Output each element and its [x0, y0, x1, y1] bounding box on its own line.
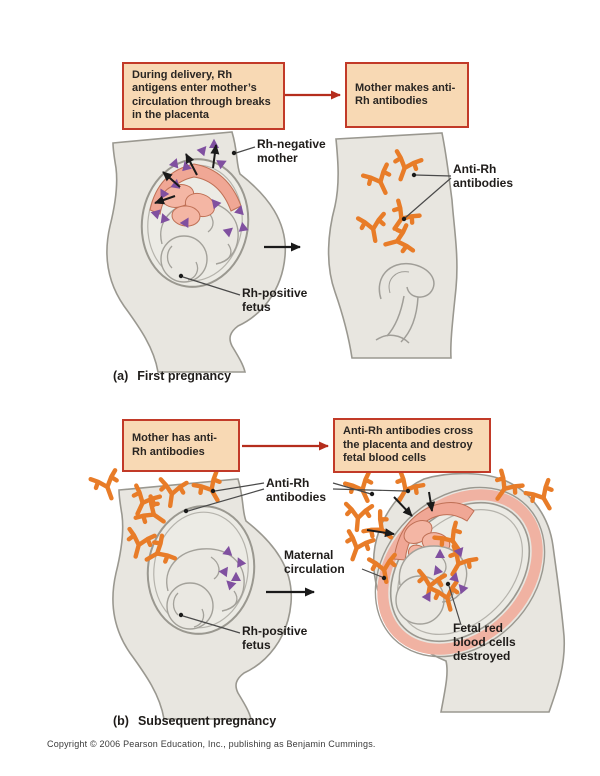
- label-maternal-circulation: Maternal circulation: [284, 548, 345, 576]
- pointer-anti-rh-b: [187, 482, 407, 512]
- caption-a-marker: (a): [113, 369, 129, 383]
- pointer-dot: [411, 172, 417, 178]
- flow-box-a-right: Mother makes anti-Rh antibodies: [345, 62, 469, 128]
- pointer-dot: [183, 508, 189, 514]
- caption-panel-a: (a) First pregnancy: [113, 369, 231, 383]
- label-fetal-cells-destroyed: Fetal red blood cells destroyed: [453, 621, 516, 663]
- flow-box-a-left-text: During delivery, Rh antigens enter mothe…: [132, 69, 271, 122]
- antigen-escape-arrows: [154, 144, 220, 205]
- caption-panel-b: (b) Subsequent pregnancy: [113, 714, 276, 728]
- flow-box-b-right: Anti-Rh antibodies cross the placenta an…: [333, 418, 491, 473]
- pointer-rh-negative-mother: [235, 146, 256, 154]
- label-rh-negative-mother: Rh-negative mother: [257, 137, 326, 165]
- pregnant-mother-figure-a: [105, 131, 287, 373]
- pointer-dot: [445, 581, 451, 587]
- pointer-dot: [178, 273, 184, 279]
- flow-box-a-left: During delivery, Rh antigens enter mothe…: [122, 62, 285, 130]
- pointer-dot: [369, 491, 375, 497]
- placenta-a: [149, 163, 242, 227]
- antibody-crossing-arrows: [366, 491, 436, 538]
- pointer-dot: [178, 612, 184, 618]
- flow-box-b-left: Mother has anti-Rh antibodies: [122, 419, 240, 472]
- caption-b-text: Subsequent pregnancy: [137, 714, 277, 728]
- pointer-dot: [401, 216, 407, 222]
- caption-a-text: First pregnancy: [137, 369, 232, 383]
- caption-b-marker: (b): [113, 714, 129, 728]
- label-anti-rh-antibodies-b: Anti-Rh antibodies: [266, 476, 327, 504]
- label-rh-positive-fetus-a: Rh-positive fetus: [242, 286, 308, 314]
- pointer-dot: [381, 575, 387, 581]
- pregnant-mother-figure-b-left: [91, 470, 293, 720]
- pointer-fetal-cells-destroyed: [448, 585, 462, 626]
- label-anti-rh-antibodies-a: Anti-Rh antibodies: [453, 162, 514, 190]
- pointer-rh-positive-fetus-b: [182, 615, 241, 634]
- pointer-dot: [405, 488, 411, 494]
- pointer-dot: [231, 150, 237, 156]
- postpartum-mother-figure: [327, 132, 458, 359]
- pointer-dot: [210, 488, 216, 494]
- pointer-rh-positive-fetus-a: [182, 276, 241, 296]
- pointer-maternal-circulation: [361, 568, 383, 578]
- copyright-notice: Copyright © 2006 Pearson Education, Inc.…: [47, 739, 376, 749]
- flow-box-a-right-text: Mother makes anti-Rh antibodies: [355, 81, 456, 107]
- flow-box-b-right-text: Anti-Rh antibodies cross the placenta an…: [343, 425, 474, 465]
- pointer-anti-rh-a: [404, 174, 452, 219]
- flow-box-b-left-text: Mother has anti-Rh antibodies: [132, 432, 217, 458]
- label-rh-positive-fetus-b: Rh-positive fetus: [242, 624, 308, 652]
- contracted-uterus: [375, 262, 435, 344]
- pregnant-mother-figure-b-right: [340, 453, 566, 713]
